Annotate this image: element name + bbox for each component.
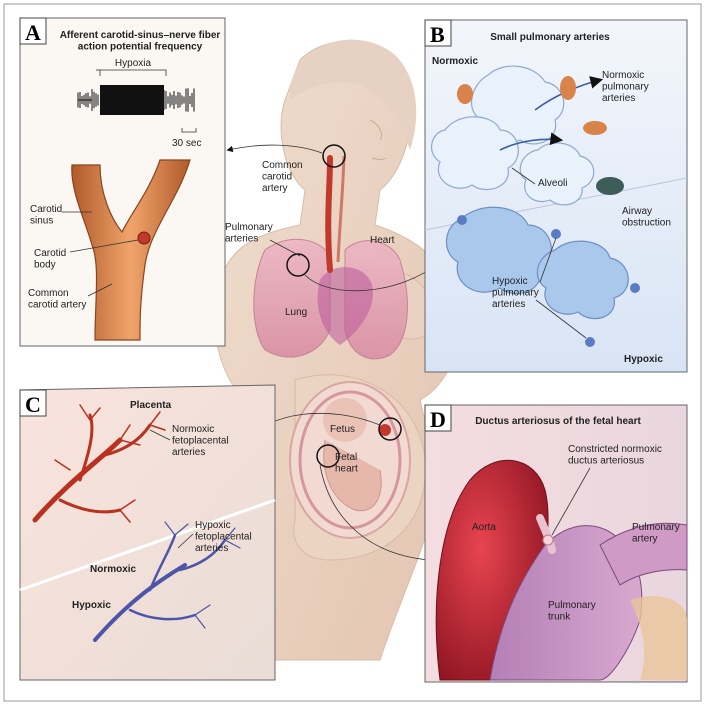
pulmonary-circle <box>286 253 310 277</box>
hypoxia-label: Hypoxia <box>115 58 152 69</box>
panel-b: B Small pulmonary arteries Normoxic <box>424 19 688 373</box>
label-alveoli: Alveoli <box>538 178 567 189</box>
alveoli-hypoxic <box>446 206 629 320</box>
label-placenta: Placenta <box>130 400 172 411</box>
label-aorta: Aorta <box>472 522 496 533</box>
panel-c-letter: C <box>25 392 41 417</box>
scale-label: 30 sec <box>172 138 201 149</box>
carotid-circle <box>322 144 346 168</box>
hypoxic-small-arteries <box>457 215 640 347</box>
label-fetus: Fetus <box>330 424 355 435</box>
common-carotid-artery-body <box>325 155 333 273</box>
panel-a-letter: A <box>25 20 41 45</box>
burst-block <box>100 85 164 115</box>
label-normoxic-c: Normoxic <box>90 564 137 575</box>
label-hypoxic-b: Hypoxic <box>624 354 663 365</box>
panel-d-title: Ductus arteriosus of the fetal heart <box>475 416 641 427</box>
arrow-to-panel-a <box>226 144 323 154</box>
arrow-to-panel-d <box>319 464 432 563</box>
placenta-circle <box>378 417 402 441</box>
panel-b-title: Small pulmonary arteries <box>490 32 610 43</box>
label-normoxic-b: Normoxic <box>432 56 479 67</box>
panel-d-letter: D <box>430 407 446 432</box>
label-heart: Heart <box>370 235 395 246</box>
hypoxic-fetoplacental-tree <box>93 521 241 642</box>
airway-obstruction <box>596 177 624 195</box>
label-hypoxic-c: Hypoxic <box>72 600 111 611</box>
carotid-body <box>137 231 151 245</box>
normoxic-artery-3 <box>457 84 473 104</box>
fetal-heart-circle <box>316 444 340 468</box>
carotid-bifurcation <box>71 159 191 341</box>
panel-d: D Ductus arteriosus of the fetal heart C… <box>424 404 688 683</box>
lungs <box>253 238 408 360</box>
fetus <box>289 381 411 539</box>
label-lung: Lung <box>285 307 307 318</box>
normoxic-artery-2 <box>583 121 607 135</box>
heart <box>317 267 373 345</box>
pulmonary-artery <box>599 522 688 586</box>
panel-b-letter: B <box>430 22 445 47</box>
alveoli-normoxic <box>430 65 595 206</box>
normoxic-artery-1 <box>560 76 576 100</box>
normoxic-fetoplacental-tree <box>32 404 166 523</box>
